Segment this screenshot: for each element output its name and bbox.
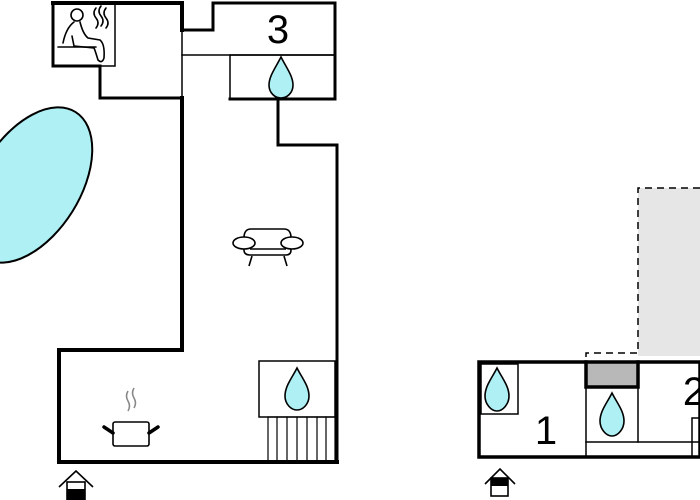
- water-drop-icon: [484, 366, 510, 412]
- pool: [0, 106, 94, 264]
- entrance-icon[interactable]: [58, 469, 94, 500]
- right-building: [477, 360, 700, 459]
- left-building: [51, 1, 339, 464]
- room-1-label: 1: [535, 409, 557, 453]
- stairs: [586, 362, 638, 387]
- water-drop-icon: [284, 366, 310, 411]
- terrace: [638, 188, 700, 356]
- water-drop-icon: [268, 55, 294, 99]
- sofa-icon: [232, 228, 304, 267]
- entrance-icon[interactable]: [484, 467, 516, 497]
- room-3-label: 3: [267, 8, 289, 52]
- cooking-pot-icon: [102, 387, 160, 447]
- sauna-icon: [57, 5, 109, 63]
- water-drop-icon: [599, 391, 625, 437]
- room-2-label: 2: [683, 370, 700, 414]
